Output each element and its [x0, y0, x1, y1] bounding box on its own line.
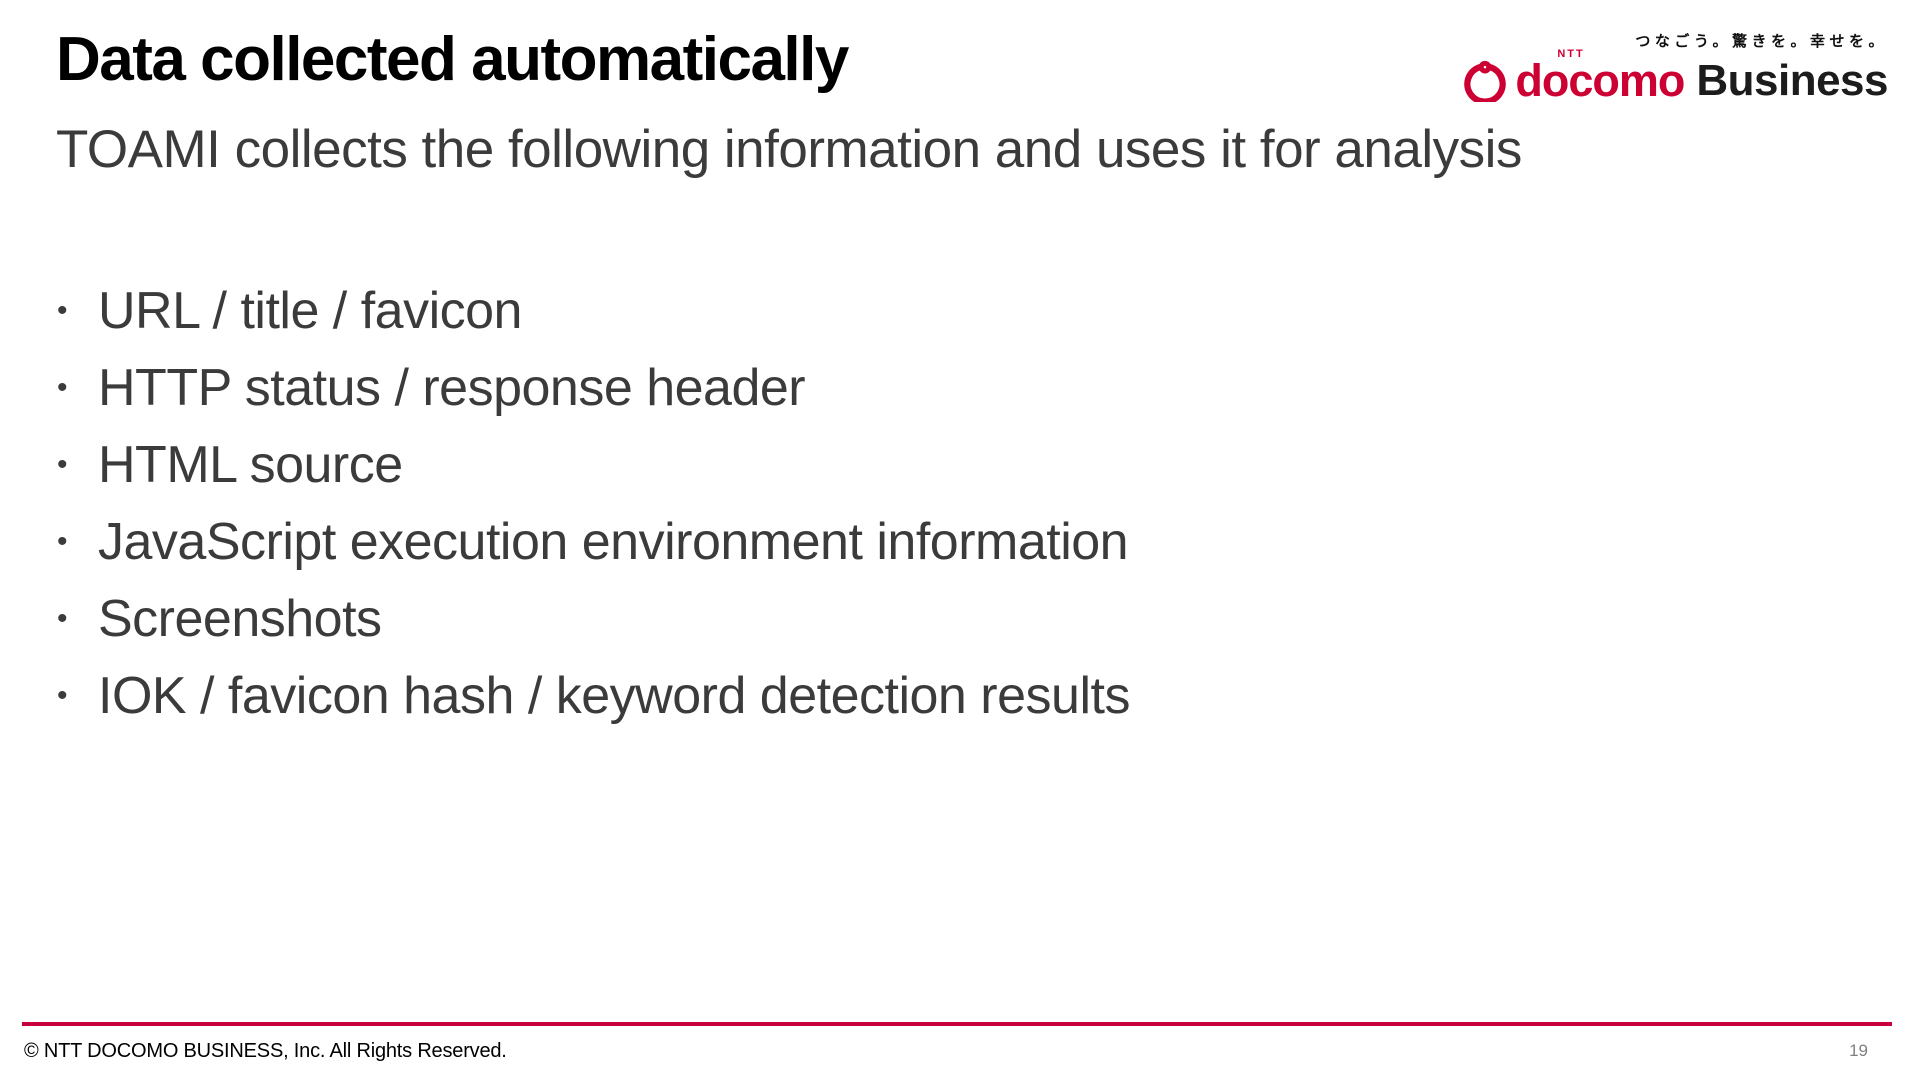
footer-divider: [22, 1022, 1892, 1026]
page-number: 19: [1849, 1041, 1868, 1060]
list-item: • URL / title / favicon: [40, 272, 1130, 349]
logo-row: NTT docomo Business: [1464, 49, 1888, 106]
ntt-label: NTT: [1557, 48, 1585, 60]
bullet-text: URL / title / favicon: [98, 281, 522, 340]
bullet-icon: •: [56, 370, 68, 404]
docomo-mark-icon: [1464, 60, 1507, 102]
list-item: • JavaScript execution environment infor…: [40, 503, 1130, 580]
bullet-icon: •: [56, 447, 68, 481]
bullet-text: HTML source: [98, 435, 403, 494]
bullet-text: HTTP status / response header: [98, 358, 806, 417]
bullet-text: Screenshots: [98, 589, 382, 648]
business-label: Business: [1696, 55, 1888, 105]
bullet-text: IOK / favicon hash / keyword detection r…: [98, 666, 1130, 725]
page-title: Data collected automatically: [56, 25, 849, 94]
docomo-wordmark: NTT docomo: [1515, 49, 1685, 106]
bullet-list: • URL / title / favicon • HTTP status / …: [40, 272, 1130, 734]
slide-subtitle: TOAMI collects the following information…: [56, 120, 1522, 179]
list-item: • HTTP status / response header: [40, 349, 1130, 426]
ntt-docomo-business-logo: つなごう。驚きを。幸せを。 NTT docomo Business: [1464, 30, 1888, 103]
list-item: • IOK / favicon hash / keyword detection…: [40, 657, 1130, 734]
logo-tagline: つなごう。驚きを。幸せを。: [1635, 33, 1888, 50]
bullet-icon: •: [56, 293, 68, 327]
bullet-text: JavaScript execution environment informa…: [98, 512, 1129, 571]
bullet-icon: •: [56, 524, 68, 558]
copyright-text: © NTT DOCOMO BUSINESS, Inc. All Rights R…: [24, 1040, 507, 1062]
bullet-icon: •: [56, 678, 68, 712]
list-item: • Screenshots: [40, 580, 1130, 657]
list-item: • HTML source: [40, 426, 1130, 503]
bullet-icon: •: [56, 601, 68, 635]
docomo-label: docomo: [1515, 55, 1685, 106]
